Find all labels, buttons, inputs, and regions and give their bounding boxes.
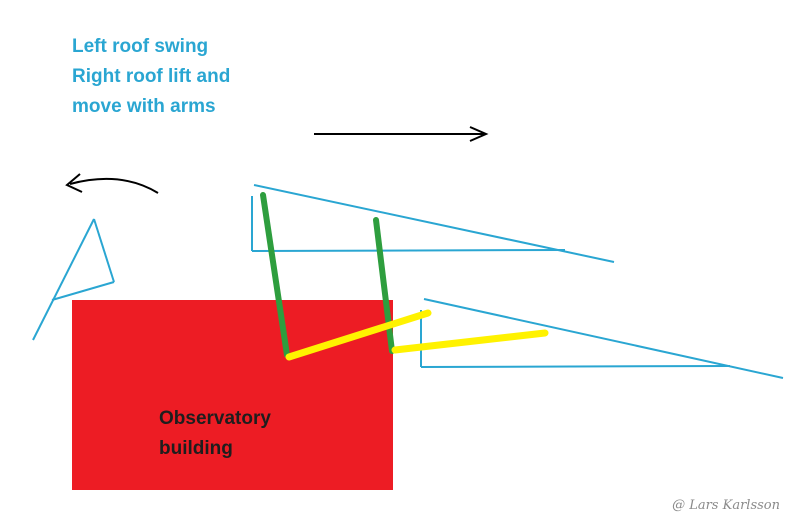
- green-arms: [260, 192, 395, 358]
- yellow-arms: [285, 309, 549, 361]
- caption-line-2: Right roof lift and: [72, 66, 231, 87]
- curved-arrow-left-icon: [65, 173, 159, 194]
- arrow-right-icon: [314, 126, 489, 142]
- building-label: Observatory building: [159, 404, 271, 464]
- upper-roof-lifted: [251, 184, 615, 263]
- yellow-arm-left: [285, 309, 432, 361]
- caption: Left roof swing Right roof lift and move…: [72, 32, 230, 122]
- observatory-building: [72, 300, 393, 490]
- lower-roof-moved: [420, 298, 784, 379]
- caption-line-1: Left roof swing: [72, 36, 209, 57]
- building-label-line-1: Observatory: [159, 408, 271, 429]
- left-roof-swung: [32, 218, 115, 341]
- copyright-text: @ Lars Karlsson: [672, 498, 780, 513]
- caption-line-3: move with arms: [72, 96, 216, 117]
- green-arm-left: [260, 192, 290, 358]
- building-label-line-2: building: [159, 438, 233, 459]
- green-arm-right: [373, 217, 395, 354]
- yellow-arm-right: [391, 329, 549, 354]
